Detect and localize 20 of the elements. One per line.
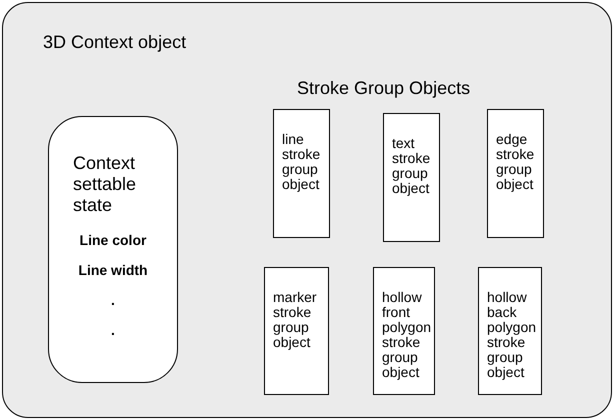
stroke-group-box: [383, 113, 440, 242]
stroke-group-box: [478, 267, 542, 395]
box-label: hollow front polygon stroke group object: [382, 290, 432, 380]
stroke-group-box: [373, 267, 435, 395]
state-heading: Context settable state: [73, 153, 138, 216]
box-label: line stroke group object: [282, 132, 322, 192]
stroke-group-box: [273, 109, 330, 238]
box-label: text stroke group object: [392, 136, 432, 196]
group-heading: Stroke Group Objects: [297, 77, 470, 99]
state-item: .: [111, 322, 115, 338]
box-label: edge stroke group object: [496, 132, 536, 192]
state-box: [48, 116, 178, 383]
state-item: .: [111, 292, 115, 308]
panel-title: 3D Context object: [43, 31, 186, 53]
stroke-group-box: [264, 267, 329, 395]
state-item: Line color: [80, 232, 146, 248]
stroke-group-box: [487, 109, 544, 238]
box-label: marker stroke group object: [273, 290, 318, 350]
state-item: Line width: [78, 262, 148, 278]
box-label: hollow back polygon stroke group object: [487, 290, 538, 380]
